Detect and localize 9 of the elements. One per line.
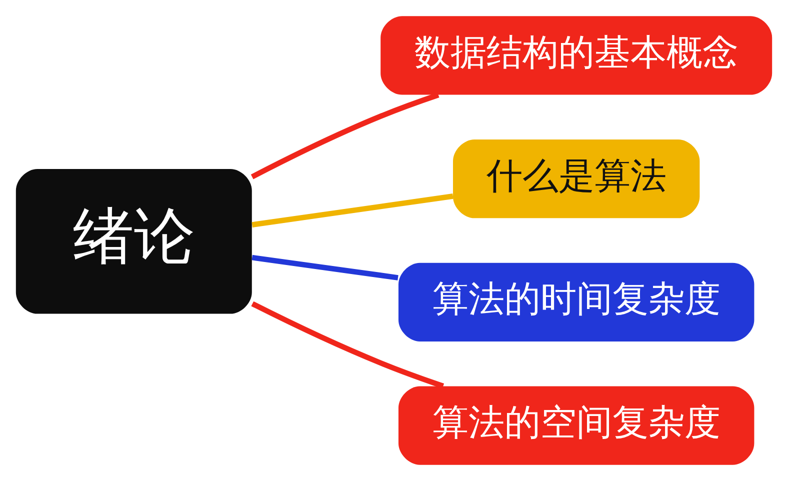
node-box: 算法的空间复杂度 [398, 386, 754, 464]
connector [250, 92, 440, 179]
connector [252, 193, 454, 227]
connector [251, 300, 444, 388]
connector [252, 254, 398, 280]
node-box: 数据结构的基本概念 [380, 16, 772, 94]
node-box: 绪论 [16, 168, 252, 314]
node-box: 什么是算法 [453, 139, 700, 218]
node-box: 算法的时间复杂度 [398, 262, 754, 341]
